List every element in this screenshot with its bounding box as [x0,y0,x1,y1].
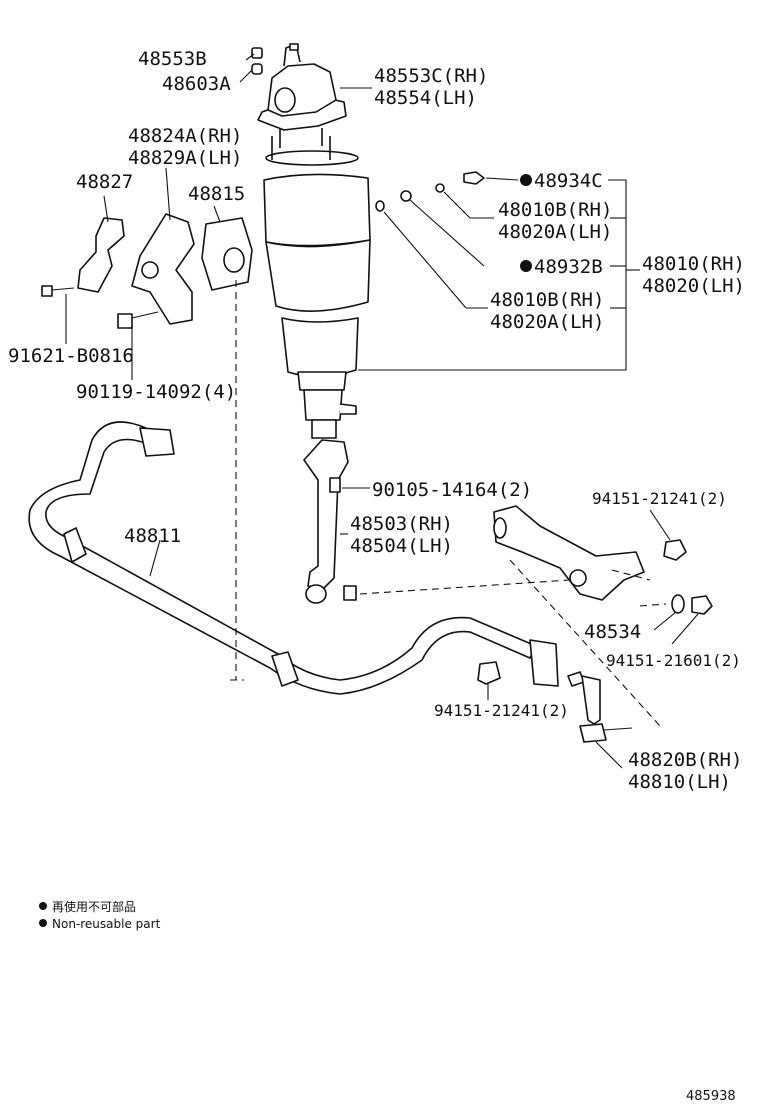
label-94151-21241-c: 94151-21241(2) [434,701,569,720]
strut-mount-part [257,43,347,131]
dashed-line-washer [639,603,667,607]
label-48815: 48815 [188,183,245,205]
washer-48603a [251,63,263,75]
nut-48932b [400,190,412,202]
label-48010b-2: 48010B(RH) [490,289,604,311]
legend-bullet-en [39,919,47,927]
bolt-90105 [329,477,341,493]
bracket-48824a [131,213,195,325]
legend-text-jp: 再使用不可部品 [52,899,136,914]
label-48020: 48020(LH) [642,275,745,297]
arm-48534 [493,505,645,601]
link-48820b [567,671,633,743]
nut-48553b [251,47,263,59]
label-48010b-1: 48010B(RH) [498,199,612,221]
dashed-line-bracket [611,569,651,581]
arm-48503 [303,439,357,604]
label-90105: 90105-14164(2) [372,479,532,501]
label-48811: 48811 [124,525,181,547]
label-48534: 48534 [584,621,641,643]
nut-94151-21241-upper [663,539,687,561]
label-94151-21601: 94151-21601(2) [606,651,741,670]
label-48553b: 48553B [138,48,207,70]
label-48820b: 48820B(RH) [628,749,742,771]
label-48503: 48503(RH) [350,513,453,535]
label-48932b: 48932B [534,256,603,278]
label-94151-21241-a: 94151-21241(2) [592,489,727,508]
bolt-90119 [117,311,159,329]
nut-48934c [463,171,485,185]
legend: 再使用不可部品 Non-reusable part [39,899,161,931]
label-91621: 91621-B0816 [8,345,134,367]
legend-bullet-jp [39,902,47,910]
bracket-48827 [77,217,125,293]
dashed-line-link [509,559,661,727]
label-48504: 48504(LH) [350,535,453,557]
small-washer-48010b-upper [435,183,445,193]
non-reusable-marker-48934c [520,174,532,186]
label-48553c: 48553C(RH) [374,65,488,87]
bushing-48815 [201,217,253,291]
leader-lines [65,53,699,769]
washer-48534 [671,594,685,614]
label-48824a: 48824A(RH) [128,125,242,147]
figure-number: 485938 [686,1089,736,1104]
label-48810: 48810(LH) [628,771,731,793]
non-reusable-marker-48932b [520,260,532,272]
label-48827: 48827 [76,171,133,193]
small-washer-48010b-lower [375,200,385,212]
label-48934c: 48934C [534,170,603,192]
stabilizer-bar-48811 [28,421,559,695]
nut-94151-21241-lower [477,661,501,685]
label-48603a: 48603A [162,73,231,95]
label-48010: 48010(RH) [642,253,745,275]
nut-94151-21601 [691,595,713,615]
shock-absorber-part [263,128,371,439]
bolt-91621 [41,285,75,297]
label-90119: 90119-14092(4) [76,381,236,403]
label-48020a-2: 48020A(LH) [490,311,604,333]
legend-text-en: Non-reusable part [52,917,161,931]
label-48554: 48554(LH) [374,87,477,109]
label-48020a-1: 48020A(LH) [498,221,612,243]
label-48829a: 48829A(LH) [128,147,242,169]
